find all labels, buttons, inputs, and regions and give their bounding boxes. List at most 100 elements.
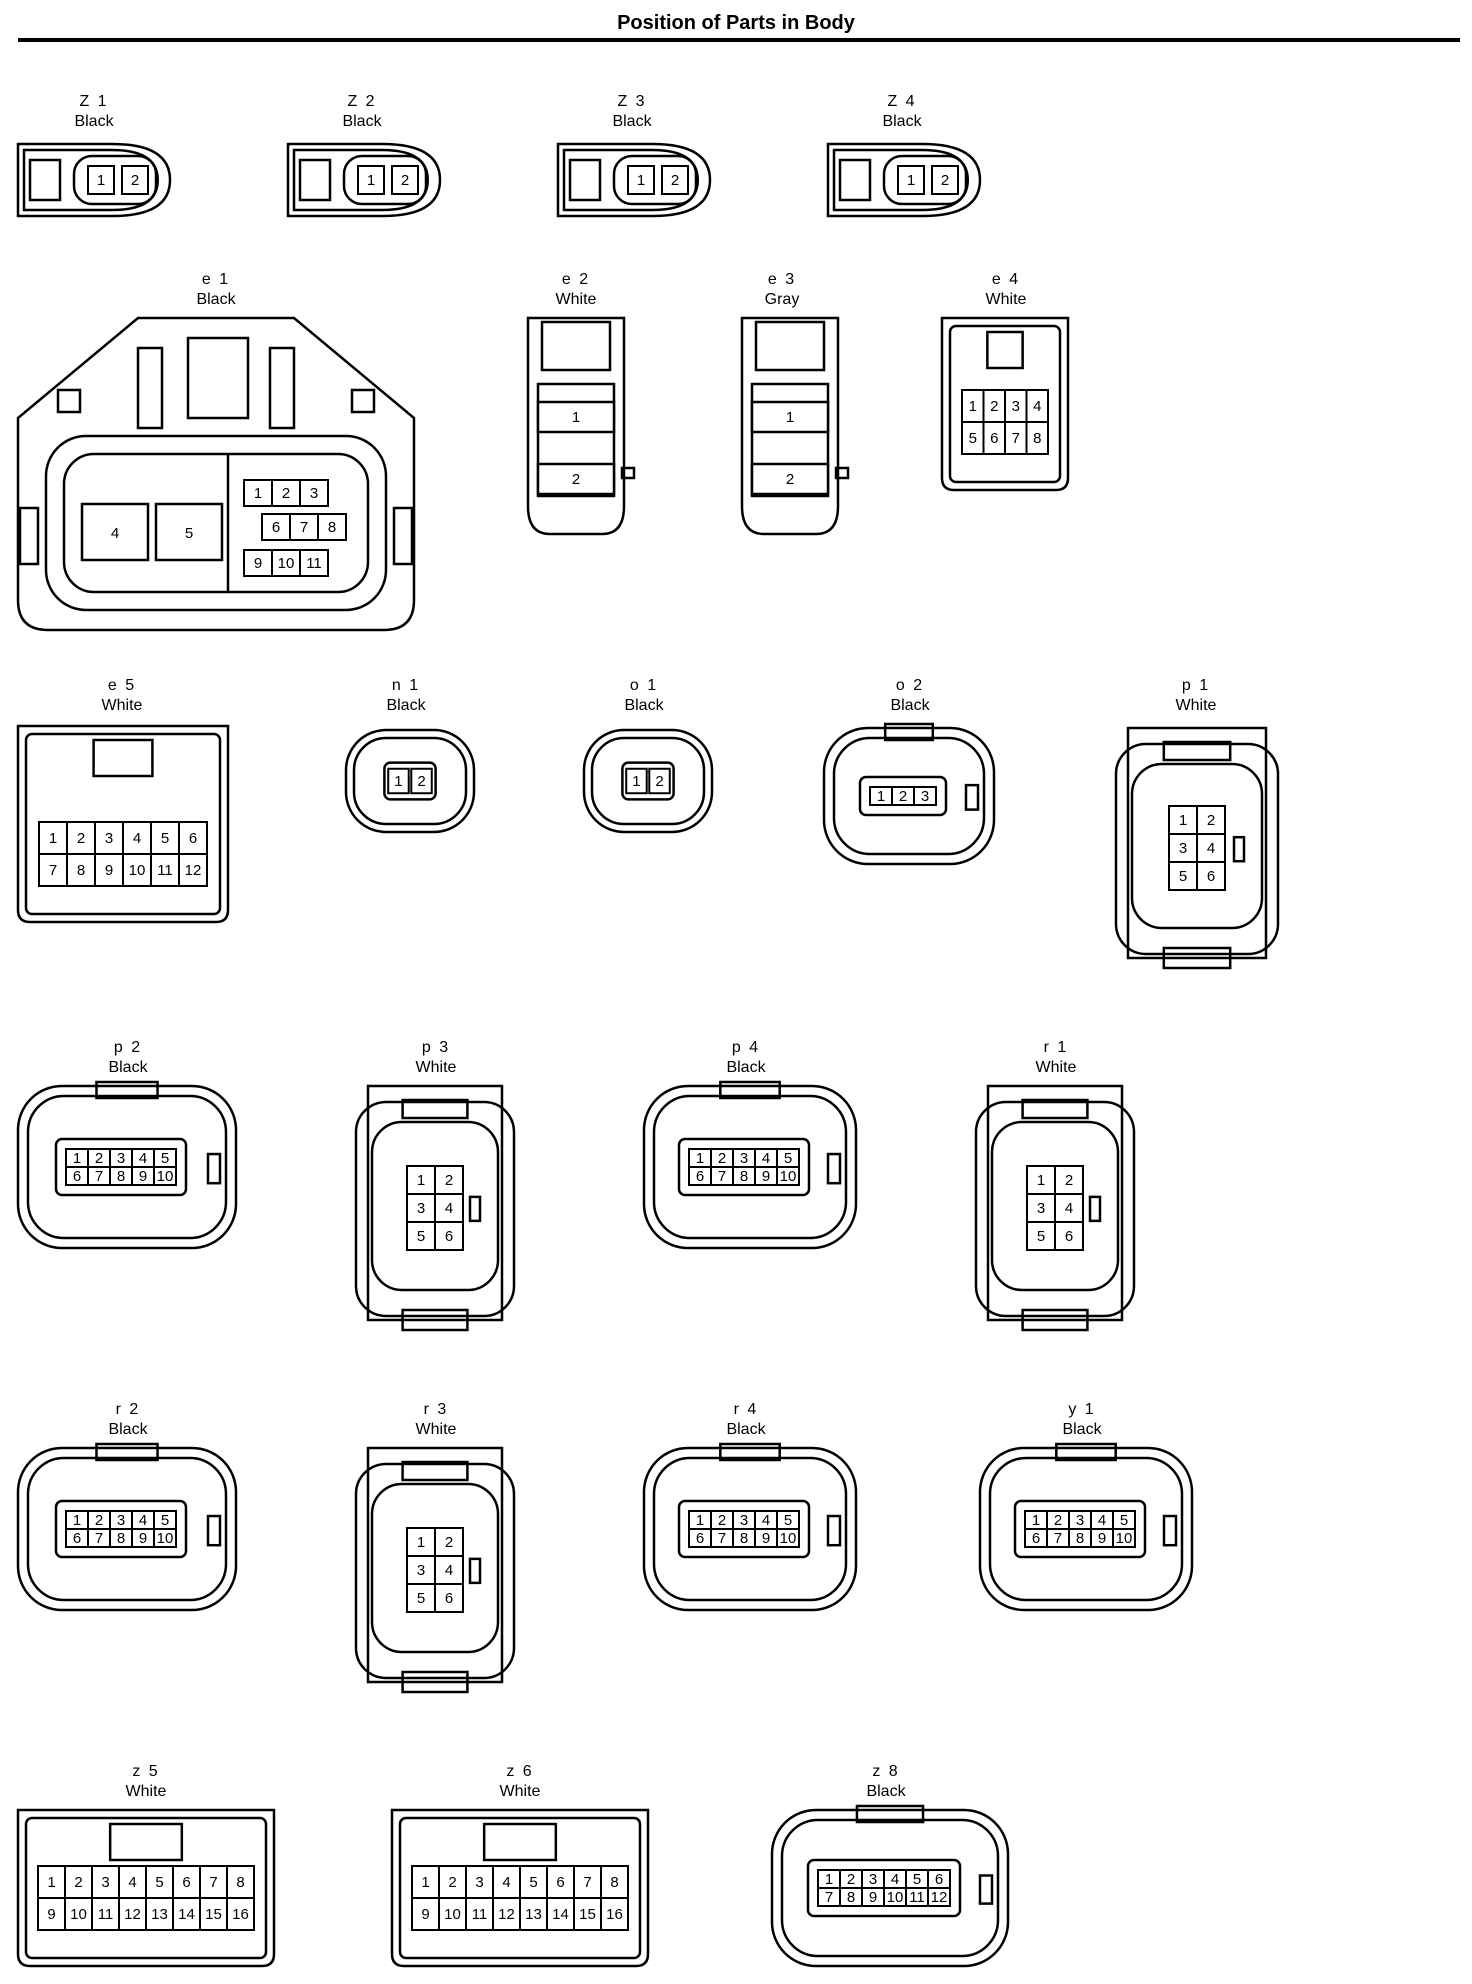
pin-number: 2 [847,1871,855,1888]
pin-number: 4 [445,1200,453,1217]
pin-number: 9 [254,555,262,572]
connector-body [390,1808,650,1968]
pin-number: 2 [718,1512,726,1529]
connector-id: p 3 [421,1039,451,1056]
pin-cell [226,1865,255,1899]
pin-number: 3 [117,1512,125,1529]
pin-number: 2 [445,1534,453,1551]
pin-number: 4 [445,1562,453,1579]
pin-number: 4 [762,1150,770,1167]
latch [28,158,62,202]
pin-number: 5 [529,1874,537,1891]
pin-cell [492,1897,521,1931]
latch [1021,1098,1089,1120]
pin-cell [64,1865,93,1899]
connector-inner [26,1456,228,1602]
pin-number: 6 [73,1530,81,1547]
pin-number: 2 [448,1874,456,1891]
latch [1055,1442,1117,1462]
connector-inner [652,1094,848,1240]
connector-inner [988,1456,1184,1602]
pin-number: 1 [1037,1172,1045,1189]
pin-number: 3 [869,1871,877,1888]
pin-number: 11 [909,1889,925,1906]
connector-id: e 4 [991,271,1021,288]
pin-number: 3 [105,830,113,847]
pin-number: 8 [740,1530,748,1547]
connector-color: Black [612,113,652,130]
side-tab [18,506,40,566]
pin-number: 5 [185,525,193,542]
pin-number: 8 [328,519,336,536]
pin-number: 8 [77,862,85,879]
connector-label: Z 4 Black [842,92,962,132]
pin-cell [271,479,301,507]
connector-id: z 6 [506,1763,534,1780]
pin-number: 9 [47,1906,55,1923]
pin-cell [199,1865,228,1899]
pin-number: 3 [310,485,318,502]
latch [298,158,332,202]
connector-id: e 5 [107,677,137,694]
latch [1162,946,1232,970]
pin-cell [434,1165,464,1195]
pin-cell [299,549,329,577]
connector-id: Z 4 [887,93,917,110]
connector-body [940,316,1070,492]
pin-number: 5 [161,1150,169,1167]
pin-housing [677,1499,811,1559]
connector-color: White [555,291,597,308]
pin-number: 4 [1098,1512,1106,1529]
connector-id: Z 1 [79,93,109,110]
connector-id: r 2 [115,1401,141,1418]
pin-number: 1 [907,172,915,189]
pin-number: 11 [157,862,173,879]
pin-number: 12 [124,1906,141,1923]
pin-cell [38,821,68,855]
pin-cell [600,1897,629,1931]
connector-body [16,316,416,632]
connector-body [1126,726,1268,960]
pin-number: 3 [117,1150,125,1167]
pin-number: 10 [157,1168,174,1185]
connector-color: Gray [764,291,800,308]
connector-body [16,142,172,218]
connector-color: Black [882,113,922,130]
pin-number: 6 [189,830,197,847]
connector-id: Z 3 [617,93,647,110]
pin-housing [612,154,698,206]
pin-number: 1 [417,1172,425,1189]
side-tab [468,1557,482,1585]
pin-cell [261,513,291,541]
connector-inner [398,1816,642,1960]
pin-number: 2 [445,1172,453,1189]
connector-inner [1130,762,1264,930]
pin-housing [383,761,437,801]
connector-id: z 5 [132,1763,160,1780]
pin-cell [913,786,937,806]
connector-e2: 12 [526,316,636,536]
pin-cell [299,479,329,507]
pin-cell-large [536,462,616,496]
pin-number: 7 [300,519,308,536]
pin-cell [546,1865,575,1899]
connector-color: Black [108,1421,148,1438]
connector-id: e 1 [201,271,231,288]
pin-number: 11 [472,1906,488,1923]
side-tab [206,1152,222,1185]
latch [855,1804,925,1824]
pin-cell [357,165,385,195]
connector-color: White [101,697,143,714]
pin-number: 10 [780,1168,797,1185]
connector-body [286,142,442,218]
pin-cell [289,513,319,541]
pin-number: 2 [671,172,679,189]
pin-number: 9 [139,1530,147,1547]
pin-housing [54,1499,188,1559]
